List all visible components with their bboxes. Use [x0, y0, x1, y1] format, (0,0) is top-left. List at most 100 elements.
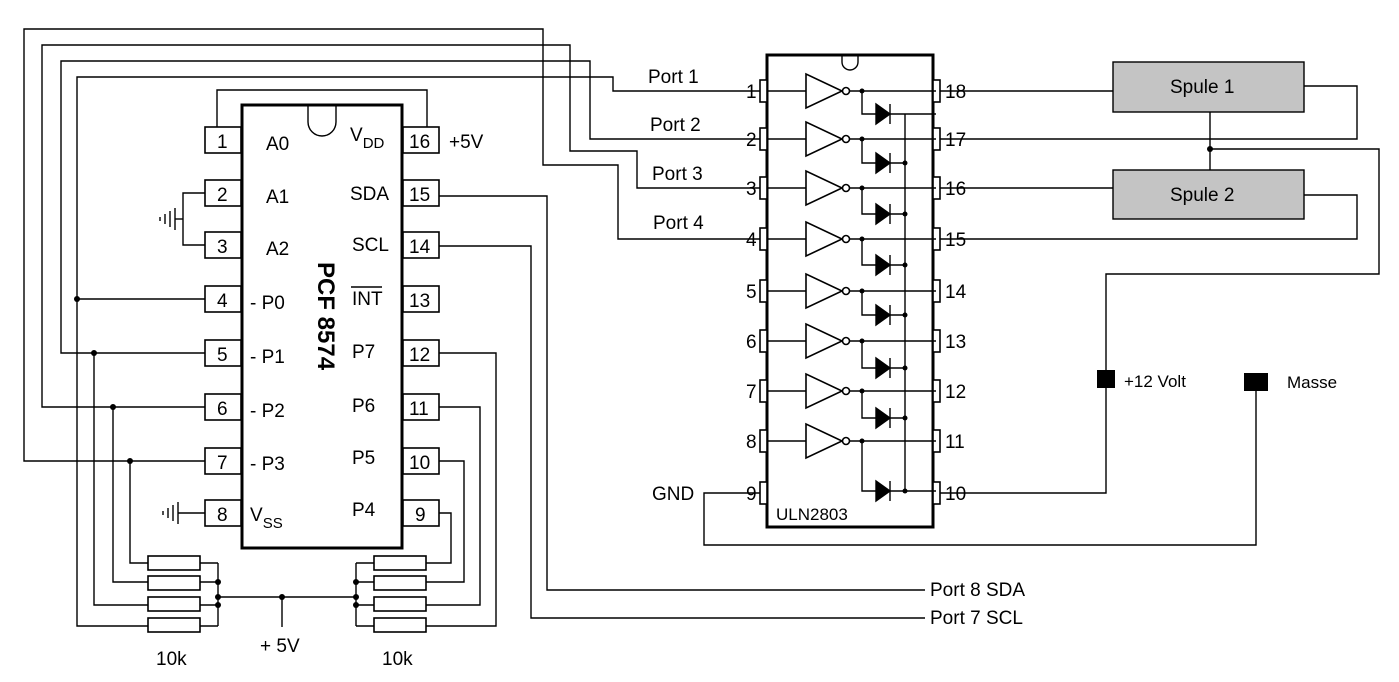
coil-2: Spule 2 [1112, 169, 1305, 220]
uln-pin-number: 7 [746, 382, 757, 403]
pcf-pin-1 [204, 126, 242, 154]
sda-label: Port 8 SDA [930, 580, 1025, 601]
uln-pin-number: 3 [746, 179, 757, 200]
pcf-pin-number: 16 [409, 132, 430, 153]
pcf-pin-number: 14 [409, 237, 431, 258]
coil-1: Spule 1 [1112, 61, 1305, 113]
pcf-pin-7 [204, 447, 242, 475]
uln-pin-number: 5 [746, 282, 757, 303]
pcf8574-right-pins: 16 15 14 13 12 11 10 9 VDD SDA SCL INT P… [350, 125, 484, 527]
pcf-pin-5 [204, 339, 242, 367]
resistor-left-3 [147, 596, 201, 612]
pcf-pin-number: 8 [217, 505, 228, 526]
pcf-pin-label: - P2 [250, 401, 285, 422]
pcf-pin-number: 6 [217, 399, 228, 420]
pcf-pin-label-int: INT [352, 289, 383, 310]
pcf-pin-15 [402, 179, 440, 207]
port-wires [23, 28, 762, 464]
uln2803-left-pins: 1 2 3 4 5 6 7 8 9 [746, 79, 768, 505]
pcf-pin-number: 3 [217, 237, 228, 258]
pcf-pin-label: SDA [350, 184, 389, 205]
pullup-supply-label: + 5V [260, 636, 300, 657]
plus12-label: +12 Volt [1124, 372, 1186, 391]
pcf-pin-label: P7 [352, 342, 375, 363]
wire-p3 [23, 28, 762, 462]
pcf-pin-label-vss: VSS [250, 505, 283, 532]
pcf-pin-number: 4 [217, 291, 228, 312]
pcf-pin-label: A1 [266, 187, 289, 208]
pcf-pin-label: - P3 [250, 454, 285, 475]
pcf-pin-9 [402, 499, 440, 527]
pcf-pin-10 [402, 447, 440, 475]
port-3-label: Port 3 [652, 164, 703, 185]
uln-pin-number: 14 [945, 282, 967, 303]
pcf-pin-12 [402, 339, 440, 367]
resistor-right-3 [373, 596, 427, 612]
uln-pin-number: 16 [945, 179, 966, 200]
pcf-pin-label: P6 [352, 396, 375, 417]
resistor-left-4 [147, 617, 201, 633]
port-2-label: Port 2 [650, 115, 701, 136]
gnd-wire [703, 382, 1257, 546]
uln2803-drivers [767, 72, 936, 503]
port-4-label: Port 4 [653, 213, 704, 234]
resistor-right-2 [373, 575, 427, 591]
a0-vdd-link [216, 89, 428, 127]
pcf-pin-label: P4 [352, 500, 376, 521]
pcf-pin-number: 11 [409, 399, 429, 420]
pcf-pin-16 [402, 126, 440, 154]
scl-wire [439, 245, 925, 619]
pcf-pin-label: A0 [266, 134, 289, 155]
pcf-pin-number: 9 [415, 505, 426, 526]
uln-pin-number: 15 [945, 230, 966, 251]
pcf-pin-label: - P1 [250, 347, 285, 368]
coil-2-label: Spule 2 [1170, 185, 1234, 206]
scl-label: Port 7 SCL [930, 608, 1023, 629]
uln-pin-number: 2 [746, 130, 757, 151]
pcf-pin-13 [402, 285, 440, 313]
pcf-pin-label: - P0 [250, 293, 285, 314]
resistor-left-2 [147, 575, 201, 591]
right-resistor-array [353, 352, 497, 633]
coil-wires [940, 85, 1380, 494]
sda-wire [439, 195, 925, 591]
port-1-label: Port 1 [648, 67, 699, 88]
uln-pin-number: 6 [746, 332, 757, 353]
pcf-pin-number: 1 [217, 132, 228, 153]
pcf-pin-14 [402, 231, 440, 259]
pcf-pin-number: 2 [217, 185, 228, 206]
pcf8574-body [240, 103, 404, 550]
pcf8574-name: PCF 8574 [312, 262, 339, 371]
pcf8574-notch [307, 106, 337, 137]
pcf-pin-number: 7 [217, 453, 228, 474]
pcf-pin-11 [402, 393, 440, 421]
uln2803-notch [841, 56, 859, 71]
pcf-pin-label: SCL [352, 235, 389, 256]
pcf8574-left-pins: 1 2 3 4 5 6 7 8 A0 A1 A2 - P0 - P1 - P2 … [204, 126, 289, 532]
gnd-label: GND [652, 484, 694, 505]
pcf-pin-number: 10 [409, 453, 430, 474]
wire-p1 [60, 60, 762, 354]
pcf-pin-number: 5 [217, 345, 228, 366]
pcf-pin-label: A2 [266, 239, 289, 260]
pcf-pin-number: 13 [409, 291, 430, 312]
uln-pin-number: 11 [945, 432, 965, 453]
wire-p0 [76, 76, 762, 300]
uln-pin-number: 9 [746, 484, 757, 505]
uln-pin-number: 13 [945, 332, 966, 353]
resistor-right-4 [373, 617, 427, 633]
left-resistor-array [76, 299, 221, 633]
pcf8574-chip: PCF 8574 [240, 103, 404, 550]
ground-a1-a2 [159, 192, 205, 246]
left-resistor-value: 10k [156, 649, 187, 670]
pcf-pin-label: P5 [352, 448, 375, 469]
wire-p2 [41, 44, 762, 408]
pcf-pin-number: 12 [409, 345, 430, 366]
pcf-supply-label: +5V [449, 132, 484, 153]
uln-pin-number: 12 [945, 382, 966, 403]
ground-terminal [1244, 373, 1268, 391]
uln-pin-number: 17 [945, 130, 966, 151]
pcf-pin-label-vdd: VDD [350, 125, 385, 152]
pcf-pin-3 [204, 231, 242, 259]
